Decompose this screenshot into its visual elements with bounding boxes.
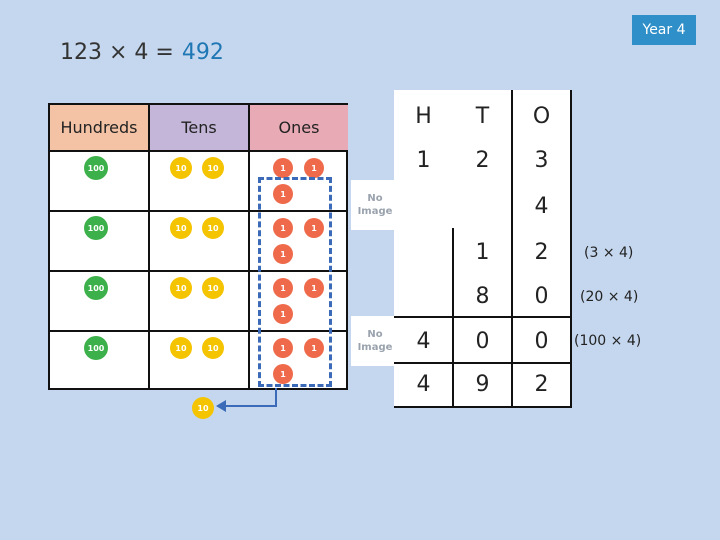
partial-digit: 8 xyxy=(475,283,490,309)
partial-note: (3 × 4) xyxy=(584,245,634,261)
one-counter: 1 xyxy=(304,158,324,178)
exchange-arrow-line xyxy=(275,388,277,406)
partial-note: (20 × 4) xyxy=(580,289,639,305)
t-header: T xyxy=(475,103,490,129)
column-divider xyxy=(248,150,250,388)
ten-counter: 10 xyxy=(202,277,224,299)
partial-digit: 0 xyxy=(475,328,490,354)
total-digit: 2 xyxy=(534,371,549,397)
hundreds-header: Hundreds xyxy=(50,105,150,152)
grid-divider xyxy=(394,362,572,364)
exchange-arrow-head xyxy=(216,400,226,412)
year-badge: Year 4 xyxy=(632,15,696,45)
ones-header: Ones xyxy=(250,105,348,152)
one-counter: 1 xyxy=(273,364,293,384)
row-divider xyxy=(50,270,346,272)
exchange-group-box xyxy=(258,177,332,387)
ten-counter: 10 xyxy=(170,217,192,239)
partial-digit: 4 xyxy=(416,328,431,354)
ten-counter: 10 xyxy=(170,157,192,179)
exchange-arrow-line xyxy=(225,405,277,407)
partial-digit: 1 xyxy=(475,239,490,265)
partial-digit: 2 xyxy=(534,239,549,265)
grid-divider xyxy=(511,90,513,408)
one-counter: 1 xyxy=(273,184,293,204)
o-header: O xyxy=(532,103,551,129)
partial-note: (100 × 4) xyxy=(574,333,642,349)
multiplier-digit: 4 xyxy=(534,193,549,219)
multiplicand-digit: 3 xyxy=(534,147,549,173)
equation: 123 × 4 = 492 xyxy=(60,40,224,65)
row-divider xyxy=(50,210,346,212)
total-digit: 9 xyxy=(475,371,490,397)
tens-header: Tens xyxy=(150,105,250,152)
equation-answer: 492 xyxy=(181,40,224,65)
grid-divider xyxy=(452,228,454,408)
hundred-counter: 100 xyxy=(84,276,108,300)
column-method-grid: H T O 1 2 3 4 1 2 8 0 4 0 0 4 9 2 xyxy=(394,90,572,408)
hundred-counter: 100 xyxy=(84,216,108,240)
one-counter: 1 xyxy=(273,338,293,358)
grid-divider xyxy=(570,90,572,408)
partial-digit: 0 xyxy=(534,283,549,309)
total-digit: 4 xyxy=(416,371,431,397)
h-header: H xyxy=(415,103,432,129)
ten-counter: 10 xyxy=(170,337,192,359)
hundred-counter: 100 xyxy=(84,156,108,180)
multiplicand-digit: 2 xyxy=(475,147,490,173)
no-image-line2: Image xyxy=(357,206,393,217)
grid-divider xyxy=(394,316,572,318)
exchanged-ten-counter: 10 xyxy=(192,397,214,419)
one-counter: 1 xyxy=(273,158,293,178)
no-image-line2: Image xyxy=(357,342,393,353)
one-counter: 1 xyxy=(273,218,293,238)
no-image-line1: No xyxy=(367,193,383,204)
one-counter: 1 xyxy=(304,278,324,298)
ten-counter: 10 xyxy=(202,157,224,179)
hundred-counter: 100 xyxy=(84,336,108,360)
one-counter: 1 xyxy=(304,218,324,238)
multiplicand-digit: 1 xyxy=(416,147,431,173)
grid-divider xyxy=(394,406,572,408)
ten-counter: 10 xyxy=(202,217,224,239)
no-image-line1: No xyxy=(367,329,383,340)
partial-digit: 0 xyxy=(534,328,549,354)
one-counter: 1 xyxy=(273,304,293,324)
one-counter: 1 xyxy=(304,338,324,358)
equation-expression: 123 × 4 = xyxy=(60,40,174,65)
ten-counter: 10 xyxy=(202,337,224,359)
row-divider xyxy=(50,330,346,332)
ten-counter: 10 xyxy=(170,277,192,299)
column-divider xyxy=(148,150,150,388)
one-counter: 1 xyxy=(273,244,293,264)
one-counter: 1 xyxy=(273,278,293,298)
